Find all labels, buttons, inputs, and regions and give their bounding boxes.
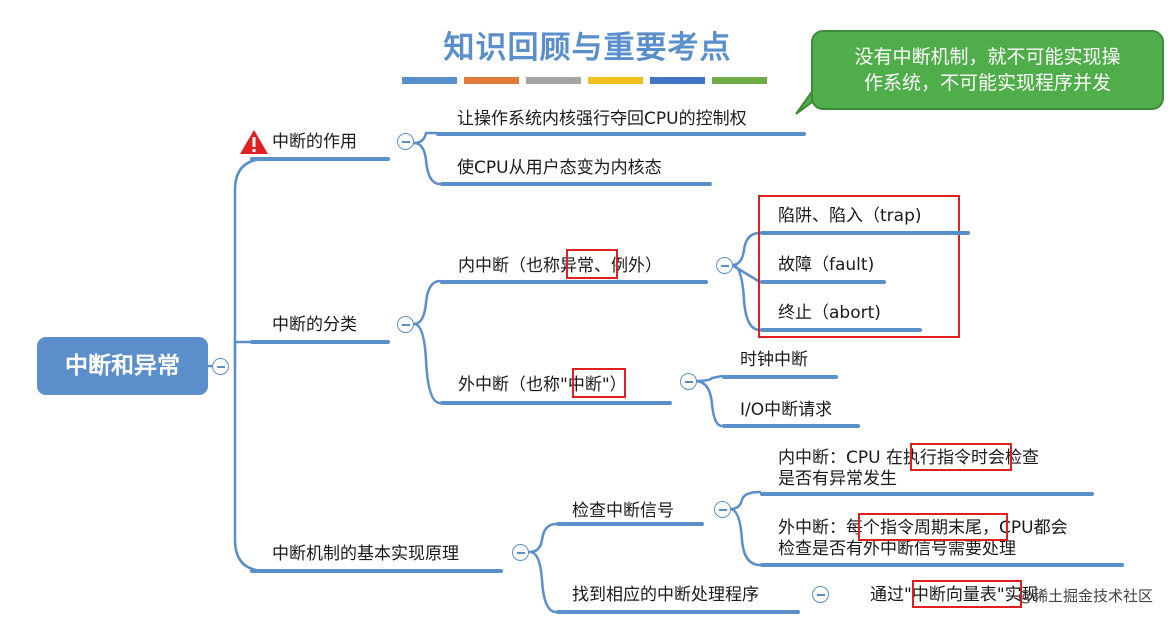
collapse-icon[interactable] [397, 133, 414, 150]
collapse-icon[interactable] [512, 544, 529, 561]
callout-line: 没有中断机制，就不可能实现操 [854, 46, 1121, 68]
check-external-line2: 检查是否有外中断信号需要处理 [778, 539, 1016, 559]
color-bar [464, 77, 519, 84]
item-underline [760, 328, 922, 332]
check-external-line1: 外中断：每个指令周期末尾，CPU都会 [778, 518, 1068, 538]
highlight-box [912, 580, 1022, 608]
item-underline [760, 280, 886, 284]
branch-role-label: 中断的作用 [272, 132, 357, 152]
internal-item-trap: 陷阱、陷入（trap) [778, 206, 922, 226]
handler-label: 找到相应的中断处理程序 [572, 585, 759, 605]
color-bar [402, 77, 457, 84]
item-underline [760, 563, 1124, 567]
item-underline [760, 492, 1094, 496]
item-underline [760, 231, 970, 235]
branch-underline [250, 157, 390, 161]
collapse-icon[interactable] [714, 501, 731, 518]
collapse-icon[interactable] [680, 373, 697, 390]
role-item-1: 让操作系统内核强行夺回CPU的控制权 [457, 109, 747, 129]
check-internal-line2: 是否有异常发生 [778, 469, 897, 489]
item-underline [722, 375, 838, 379]
watermark-text: @稀土掘金技术社区 [1018, 587, 1154, 605]
external-item-io: I/O中断请求 [740, 400, 833, 420]
check-internal-line1: 内中断：CPU 在执行指令时会检查 [778, 448, 1039, 468]
highlight-box [910, 443, 1012, 471]
page-title: 知识回顾与重要考点 [443, 30, 732, 66]
collapse-icon[interactable] [397, 316, 414, 333]
item-underline [440, 182, 712, 186]
role-item-2: 使CPU从用户态变为内核态 [457, 158, 662, 178]
highlight-box [758, 195, 960, 338]
highlight-box [566, 249, 618, 279]
warning-icon [240, 130, 268, 154]
branch-underline [250, 569, 503, 573]
color-bar [712, 77, 767, 84]
internal-item-fault: 故障（fault) [778, 255, 875, 275]
color-bar [526, 77, 581, 84]
title-color-bars [402, 77, 767, 84]
collapse-icon[interactable] [812, 586, 829, 603]
item-underline [556, 610, 800, 614]
branch-classify-label: 中断的分类 [272, 315, 357, 335]
item-underline [722, 424, 860, 428]
internal-interrupt-label: 内中断（也称异常、例外） [458, 256, 662, 276]
collapse-icon[interactable] [212, 358, 229, 375]
check-signal-label: 检查中断信号 [572, 501, 674, 521]
branch-principle-label: 中断机制的基本实现原理 [272, 544, 459, 564]
item-underline [440, 280, 708, 284]
item-underline [556, 522, 704, 526]
color-bar [650, 77, 705, 84]
callout-note: 没有中断机制，就不可能实现操 作系统，不可能实现程序并发 [811, 30, 1164, 110]
external-interrupt-label: 外中断（也称"中断"） [458, 375, 627, 395]
collapse-icon[interactable] [716, 257, 733, 274]
internal-item-abort: 终止（abort) [778, 303, 881, 323]
color-bar [588, 77, 643, 84]
highlight-box [858, 513, 1008, 541]
root-node[interactable]: 中断和异常 [37, 337, 208, 395]
highlight-box [572, 368, 626, 398]
item-underline [440, 401, 672, 405]
branch-underline [250, 340, 390, 344]
item-underline [436, 132, 806, 136]
callout-line: 作系统，不可能实现程序并发 [863, 72, 1111, 94]
external-item-clock: 时钟中断 [740, 350, 808, 370]
